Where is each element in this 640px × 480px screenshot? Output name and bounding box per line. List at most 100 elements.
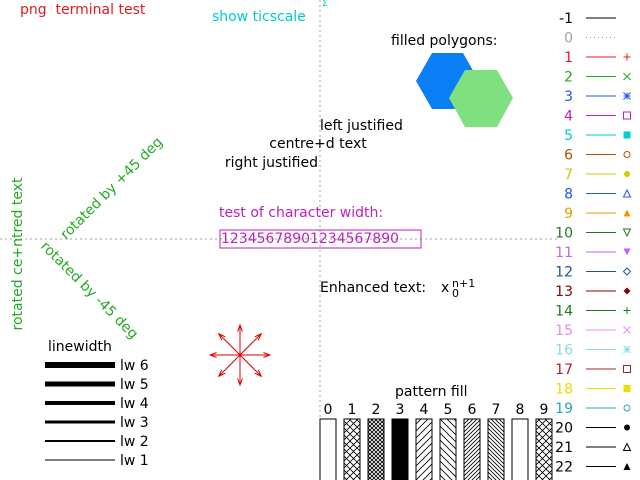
key-marker <box>623 72 631 81</box>
enhanced-base: x <box>441 280 449 296</box>
key-label: 22 <box>555 460 573 476</box>
rotated-minus45-text: rotated by -45 deg <box>37 239 141 343</box>
key-label: 3 <box>564 89 573 105</box>
key-label: 20 <box>555 421 573 437</box>
pattern-swatch <box>511 418 529 480</box>
key-label: 21 <box>555 440 573 456</box>
arrow-shaft <box>218 333 241 356</box>
linewidth-label: lw 6 <box>120 358 149 374</box>
key-label: 2 <box>564 70 573 86</box>
arrow-shaft <box>239 354 262 377</box>
char-width-box <box>219 229 422 249</box>
pattern-swatch <box>319 418 337 480</box>
linewidth-label: lw 4 <box>120 396 149 412</box>
key-label: 11 <box>555 245 573 261</box>
key-label: 4 <box>564 109 573 125</box>
rotated-plus45-text: rotated by +45 deg <box>58 134 167 243</box>
key-label: 0 <box>564 31 573 47</box>
key-marker <box>623 404 631 412</box>
pattern-label: 2 <box>372 402 381 418</box>
key-label: 5 <box>564 128 573 144</box>
linewidth-samples: lw 6lw 5lw 4lw 3lw 2lw 1 <box>45 358 149 469</box>
pattern-label: 1 <box>348 402 357 418</box>
rotated-centred-text: rotated ce+ntred text <box>10 177 26 330</box>
arrow-star <box>208 323 272 387</box>
pattern-swatch <box>535 418 553 480</box>
arrow-head <box>254 332 263 341</box>
arrow-shaft <box>218 354 241 377</box>
centred-text: centre+d text <box>269 136 367 152</box>
enhanced-label: Enhanced text: <box>320 280 426 296</box>
key-label: -1 <box>559 11 573 27</box>
pattern-swatch <box>343 418 361 480</box>
linewidth-label: lw 2 <box>120 434 149 450</box>
key-marker <box>624 171 630 177</box>
arrow-head <box>237 378 243 387</box>
pattern-swatch <box>367 418 385 480</box>
char-width-title: test of character width: <box>219 205 383 221</box>
pattern-swatch <box>439 418 457 480</box>
pattern-label: 7 <box>492 402 501 418</box>
key-label: 14 <box>555 304 573 320</box>
pattern-swatch <box>463 418 481 480</box>
pattern-fill-title: pattern fill <box>395 384 468 400</box>
key-label: 7 <box>564 167 573 183</box>
pattern-swatch <box>415 418 433 480</box>
axis-tick-label: Σ <box>322 0 328 9</box>
enhanced-subscript: 0 <box>452 287 459 300</box>
key-marker <box>622 228 632 238</box>
arrow-shaft <box>239 333 262 356</box>
key-marker <box>622 267 632 276</box>
key-marker <box>622 188 632 198</box>
key-marker <box>623 53 631 61</box>
key-marker <box>623 365 631 373</box>
enhanced-superscript: n+1 <box>452 277 475 290</box>
char-width-digits: 12345678901234567890 <box>221 231 399 247</box>
key-label: 1 <box>564 50 573 66</box>
key-label: 13 <box>555 284 573 300</box>
key-label: 9 <box>564 206 573 222</box>
key-marker <box>623 385 631 392</box>
arrow-head <box>263 352 272 358</box>
key-label: 19 <box>555 401 573 417</box>
key-marker <box>623 248 631 256</box>
pattern-label: 9 <box>540 402 549 418</box>
pattern-label: 5 <box>444 402 453 418</box>
arrow-head <box>254 369 263 378</box>
left-justified-text: left justified <box>320 118 403 134</box>
polygons-title: filled polygons: <box>391 33 498 49</box>
key-label: 12 <box>555 265 573 281</box>
arrow-head <box>217 369 226 378</box>
pattern-label: 3 <box>396 402 405 418</box>
ticscale-label: show ticscale <box>212 9 306 25</box>
key-marker <box>623 463 631 470</box>
key-marker <box>623 307 631 314</box>
key-label: 8 <box>564 187 573 203</box>
terminal-title: png terminal test <box>20 2 146 18</box>
key-marker <box>623 151 631 158</box>
pattern-label: 8 <box>516 402 525 418</box>
key-marker <box>623 287 631 295</box>
arrow-head <box>217 332 226 341</box>
key-label: 18 <box>555 382 573 398</box>
key-marker <box>623 92 631 100</box>
key-marker <box>623 131 631 139</box>
key-marker <box>623 209 631 217</box>
linewidth-title: linewidth <box>48 339 112 355</box>
key-label: 17 <box>555 362 573 378</box>
key-marker <box>622 442 632 451</box>
pattern-label: 4 <box>420 402 429 418</box>
arrow-head <box>208 352 217 358</box>
key-marker <box>623 345 631 354</box>
key-label: 15 <box>555 323 573 339</box>
pattern-swatch <box>487 418 505 480</box>
arrow-head <box>237 323 243 332</box>
polygon-green-hexagon <box>449 70 513 127</box>
linewidth-label: lw 1 <box>120 453 149 469</box>
pattern-label: 0 <box>324 402 333 418</box>
key-label: 16 <box>555 343 573 359</box>
right-justified-text: right justified <box>225 155 318 171</box>
